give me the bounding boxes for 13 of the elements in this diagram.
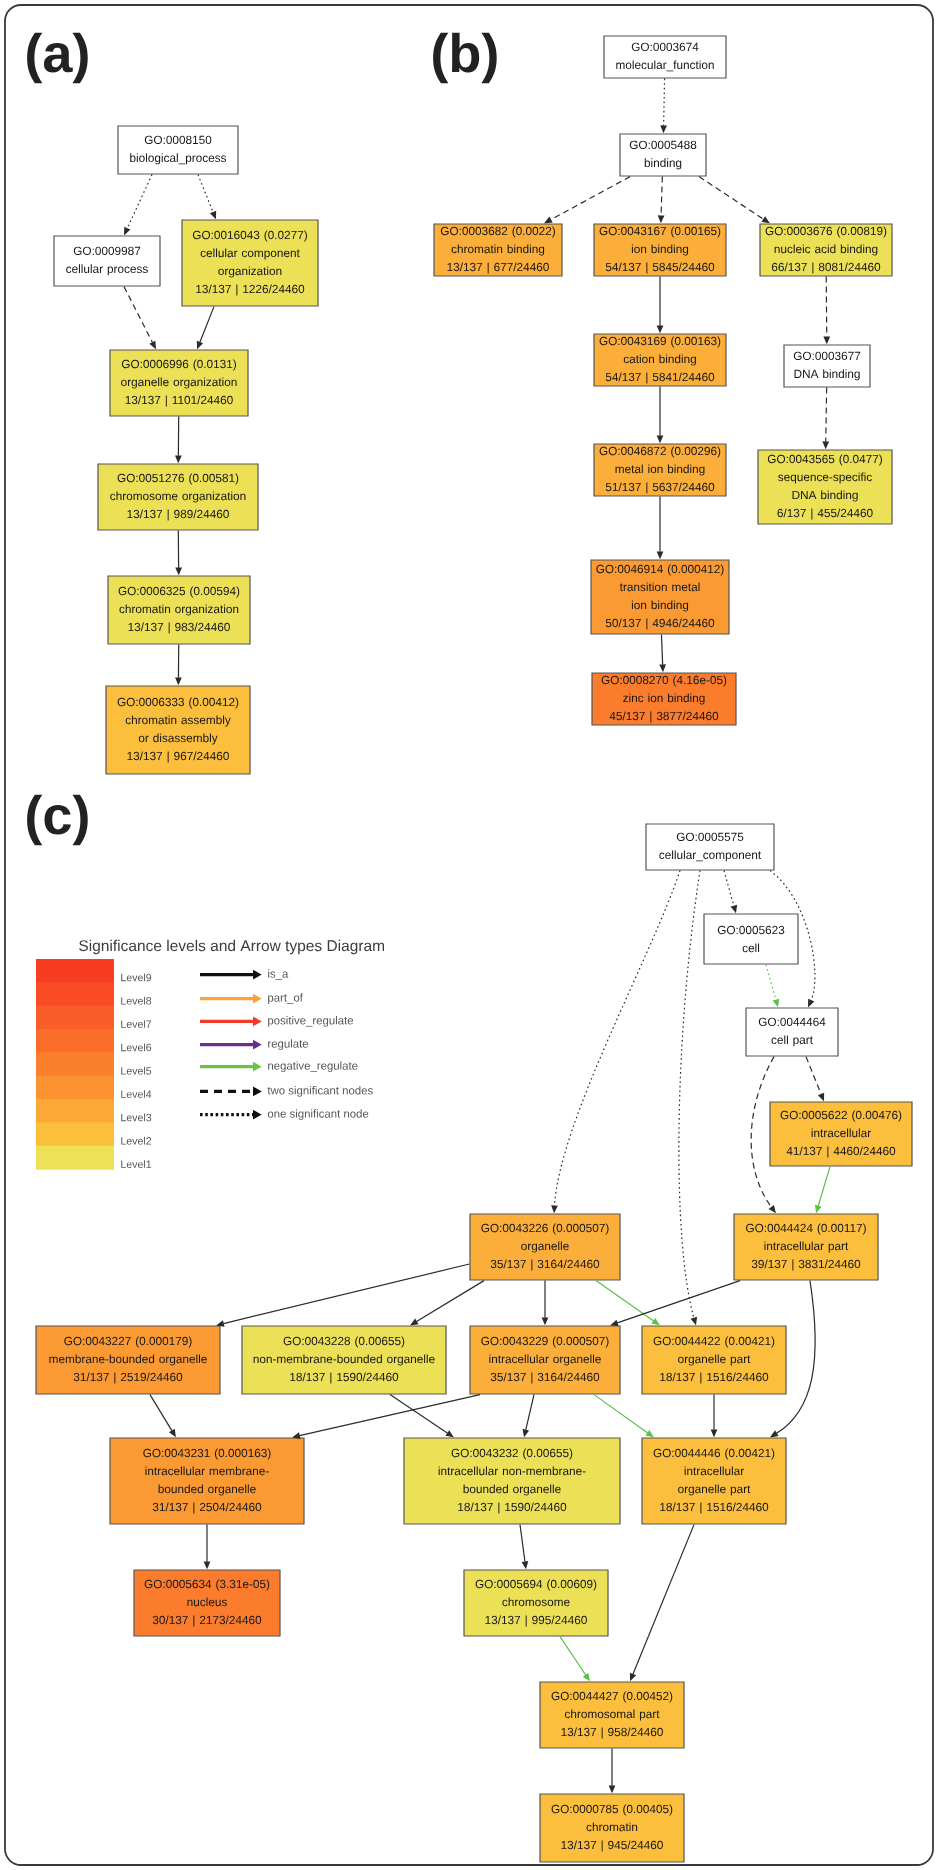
arrow	[216, 1263, 470, 1327]
arrow	[770, 1280, 816, 1438]
arrow	[389, 1394, 454, 1438]
panel-label: (a)	[27, 32, 88, 84]
arrow	[544, 176, 631, 224]
arrow	[292, 1394, 481, 1439]
panel-label: (b)	[433, 32, 497, 84]
arrow	[410, 1280, 485, 1326]
arrow	[698, 176, 770, 224]
arrow	[593, 1394, 654, 1438]
arrow	[595, 1280, 660, 1326]
arrow	[610, 1280, 741, 1326]
panel-label: (c)	[27, 794, 88, 846]
